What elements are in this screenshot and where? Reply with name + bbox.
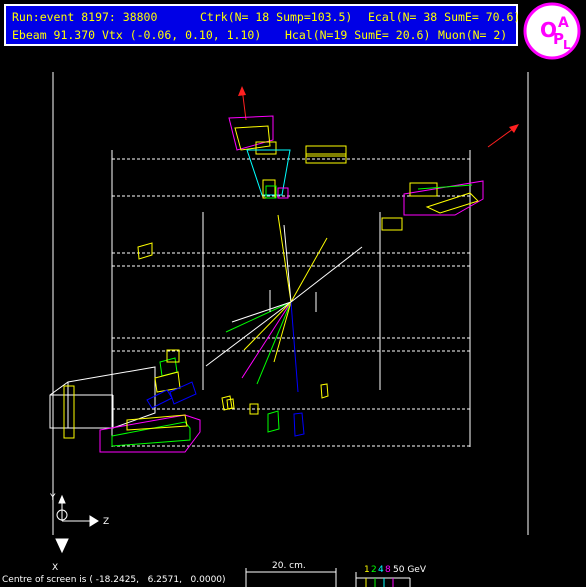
event-info-header: Run:event 8197: 38800 Ctrk(N= 18 Sump=10… — [4, 4, 521, 46]
y-axis-label: Y — [49, 493, 56, 503]
charged-tracks — [205, 214, 363, 393]
ctrk-text: Ctrk(N= 18 Sump=103.5) — [200, 10, 353, 24]
logo-letter-l: L — [563, 38, 571, 52]
muon-arrow-up — [238, 86, 247, 121]
centre-of-screen-text: Centre of screen is ( -18.2425, 6.2571, … — [2, 575, 226, 585]
energy-label-4: 4 — [378, 565, 384, 575]
logo-letter-o: O — [540, 18, 557, 42]
lower-left-cluster — [49, 349, 201, 453]
opal-logo: O P A L — [523, 2, 581, 60]
scale-bar — [245, 568, 337, 587]
energy-label-1: 1 — [364, 565, 370, 575]
z-axis-label: Z — [103, 517, 109, 527]
scattered-clusters — [221, 383, 329, 437]
top-calorimeter-cluster — [228, 115, 347, 199]
right-calorimeter-cluster — [381, 180, 484, 231]
logo-letter-a: A — [558, 15, 569, 31]
hcal-text: Hcal(N=19 SumE= 20.6) — [285, 28, 431, 42]
muon-text: Muon(N= 2) — [438, 28, 508, 42]
energy-label-2: 2 — [371, 565, 377, 575]
logo-letter-p: P — [553, 30, 564, 48]
energy-label-8: 8 — [385, 565, 391, 575]
energy-label-50: 50 GeV — [393, 565, 427, 575]
energy-legend-bars — [355, 572, 411, 587]
muon-arrow-right — [487, 124, 519, 148]
x-axis-label: X — [52, 563, 58, 573]
outer-detector-lines — [52, 72, 529, 535]
ebeam-vtx-text: Ebeam 91.370 Vtx (-0.06, 0.10, 1.10) — [12, 28, 262, 42]
energy-legend-labels: 1 2 4 8 50 GeV — [364, 565, 427, 575]
small-cluster-left — [137, 242, 153, 260]
scale-label: 20. cm. — [272, 561, 306, 571]
run-event-text: Run:event 8197: 38800 — [12, 10, 158, 24]
axes-indicator — [55, 494, 99, 554]
ecal-text: Ecal(N= 38 SumE= 70.6) — [368, 10, 521, 24]
